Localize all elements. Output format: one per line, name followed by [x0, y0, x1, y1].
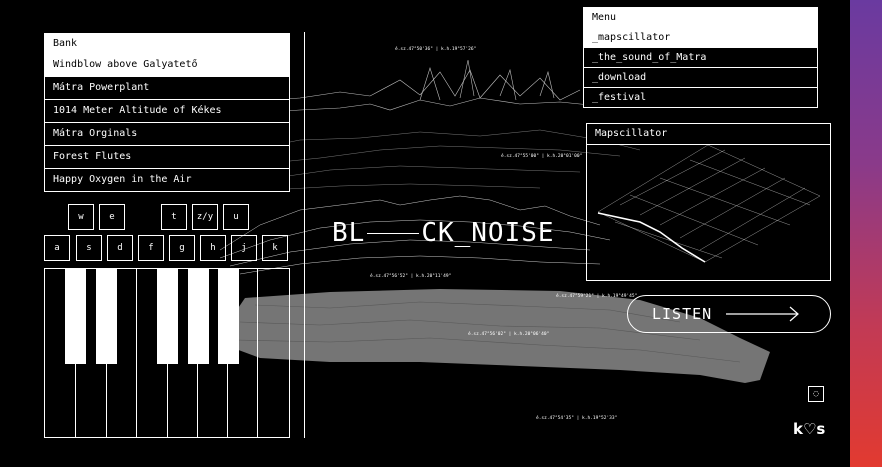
piano-keyboard [44, 268, 290, 438]
bank-item[interactable]: Mátra Orginals [45, 122, 289, 145]
title-part1: BL [332, 218, 366, 248]
piano-black-key[interactable] [218, 269, 239, 364]
menu-item-mapscillator[interactable]: _mapscillator [584, 28, 817, 47]
accent-gradient-bar [850, 0, 882, 467]
piano-black-key[interactable] [65, 269, 86, 364]
divider-line [304, 32, 305, 438]
key-s[interactable]: s [76, 235, 102, 261]
sound-icon[interactable]: ◌ [808, 386, 824, 402]
key-e[interactable]: e [99, 204, 125, 230]
arrow-right-icon [726, 306, 800, 322]
key-u[interactable]: u [223, 204, 249, 230]
key-d[interactable]: d [107, 235, 133, 261]
piano-black-key[interactable] [96, 269, 117, 364]
bank-item[interactable]: Windblow above Galyatető [45, 54, 289, 76]
bank-item[interactable]: 1014 Meter Altitude of Kékes [45, 99, 289, 122]
piano-white-key[interactable] [257, 269, 288, 437]
menu-title: Menu [584, 8, 817, 28]
title-line [367, 233, 420, 234]
coordinate-label: é.sz.47°56'52" | k.h.20°11'49" [370, 274, 452, 279]
page-title: BL CK_NOISE [332, 218, 555, 248]
piano-white-key[interactable] [227, 269, 258, 437]
coordinate-label: é.sz.47°54'35" | k.h.19°52'33" [536, 416, 618, 421]
key-a[interactable]: a [44, 235, 70, 261]
coordinate-label: é.sz.47°59'21" | k.h.19°49'45" [556, 294, 638, 299]
coordinate-label: é.sz.47°50'36" | k.h.19°57'26" [395, 47, 477, 52]
key-h[interactable]: h [200, 235, 226, 261]
bank-panel: Bank Windblow above Galyatető Mátra Powe… [44, 33, 290, 192]
key-g[interactable]: g [169, 235, 195, 261]
key-f[interactable]: f [138, 235, 164, 261]
menu-item-download[interactable]: _download [584, 67, 817, 87]
listen-label: LISTEN [652, 305, 713, 323]
mapscillator-panel[interactable]: Mapscillator [586, 123, 831, 281]
coordinate-label: é.sz.47°56'02" | k.h.20°06'40" [468, 332, 550, 337]
key-t[interactable]: t [161, 204, 187, 230]
menu-item-festival[interactable]: _festival [584, 87, 817, 107]
bank-title: Bank [45, 34, 289, 54]
bank-item[interactable]: Happy Oxygen in the Air [45, 168, 289, 191]
brand-logo: k♡s [793, 420, 826, 438]
piano-black-key[interactable] [188, 269, 209, 364]
mapscillator-title: Mapscillator [587, 124, 830, 145]
stage: Bank Windblow above Galyatető Mátra Powe… [44, 7, 831, 438]
coordinate-label: é.sz.47°55'00" | k.h.20°01'00" [501, 154, 583, 159]
listen-button[interactable]: LISTEN [627, 295, 831, 333]
menu-panel: Menu _mapscillator _the_sound_of_Matra _… [583, 7, 818, 108]
piano-white-key[interactable] [106, 269, 137, 437]
key-z-y[interactable]: z/y [192, 204, 218, 230]
bank-item[interactable]: Mátra Powerplant [45, 76, 289, 99]
key-k[interactable]: k [262, 235, 288, 261]
piano-black-key[interactable] [157, 269, 178, 364]
bank-item[interactable]: Forest Flutes [45, 145, 289, 168]
key-j[interactable]: j [231, 235, 257, 261]
key-w[interactable]: w [68, 204, 94, 230]
title-part2: CK_NOISE [421, 218, 555, 248]
menu-item-sound-of-matra[interactable]: _the_sound_of_Matra [584, 47, 817, 67]
